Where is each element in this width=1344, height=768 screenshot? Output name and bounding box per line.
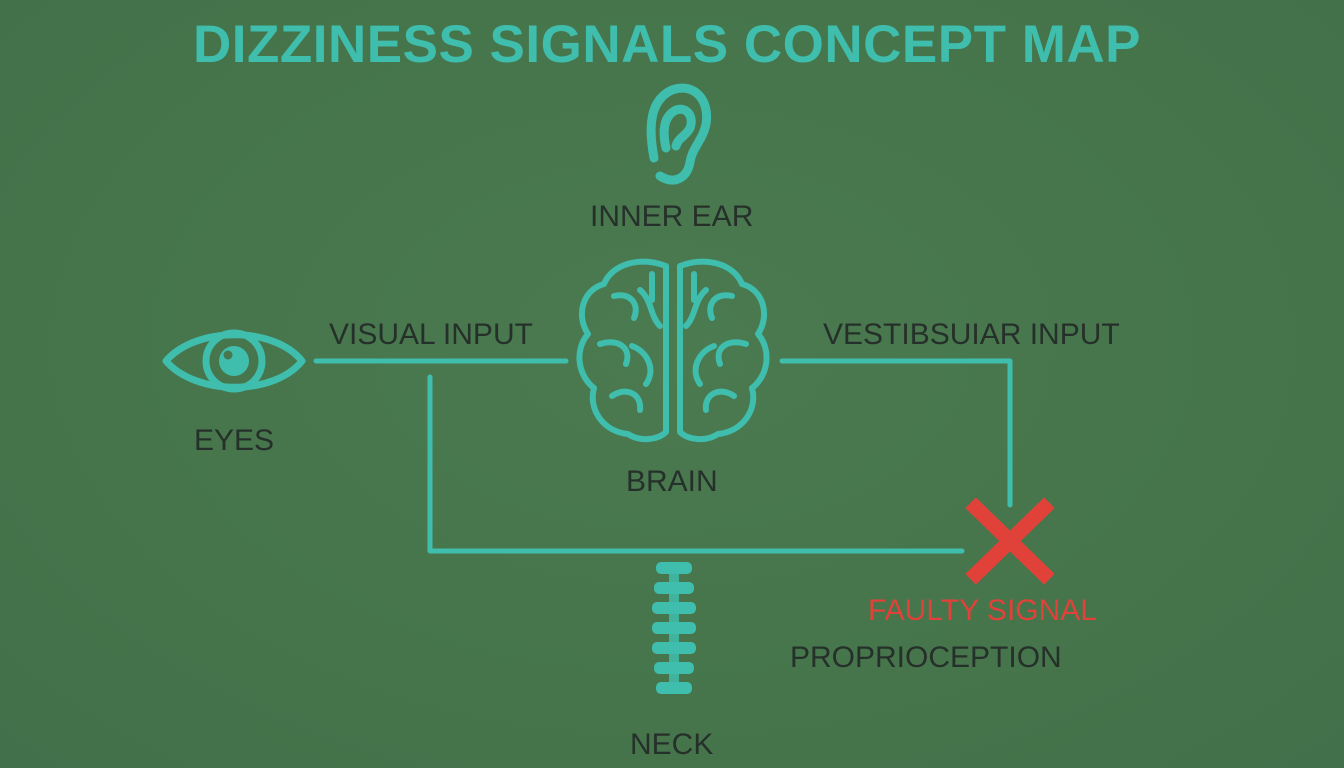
brain-label: BRAIN [626,465,718,498]
vestibular-input-connector [779,358,1013,508]
x-mark-icon [965,497,1055,585]
map-title: DIZZINESS SIGNALS CONCEPT MAP [193,15,1141,74]
ear-icon [646,83,712,185]
proprioception-connector [427,374,965,554]
faulty-signal-label: FAULTY SIGNAL [868,594,1097,627]
inner-ear-label: INNER EAR [590,200,754,233]
eye-icon [162,329,306,393]
brain-icon [576,258,770,442]
proprioception-label: PROPRIOCEPTION [790,641,1062,674]
neck-label: NECK [630,728,714,761]
spine-icon [652,562,696,694]
eyes-label: EYES [194,424,275,457]
vestibular-input-label: VESTIBSUIAR INPUT [823,318,1120,351]
visual-input-label: VISUAL INPUT [329,318,533,351]
